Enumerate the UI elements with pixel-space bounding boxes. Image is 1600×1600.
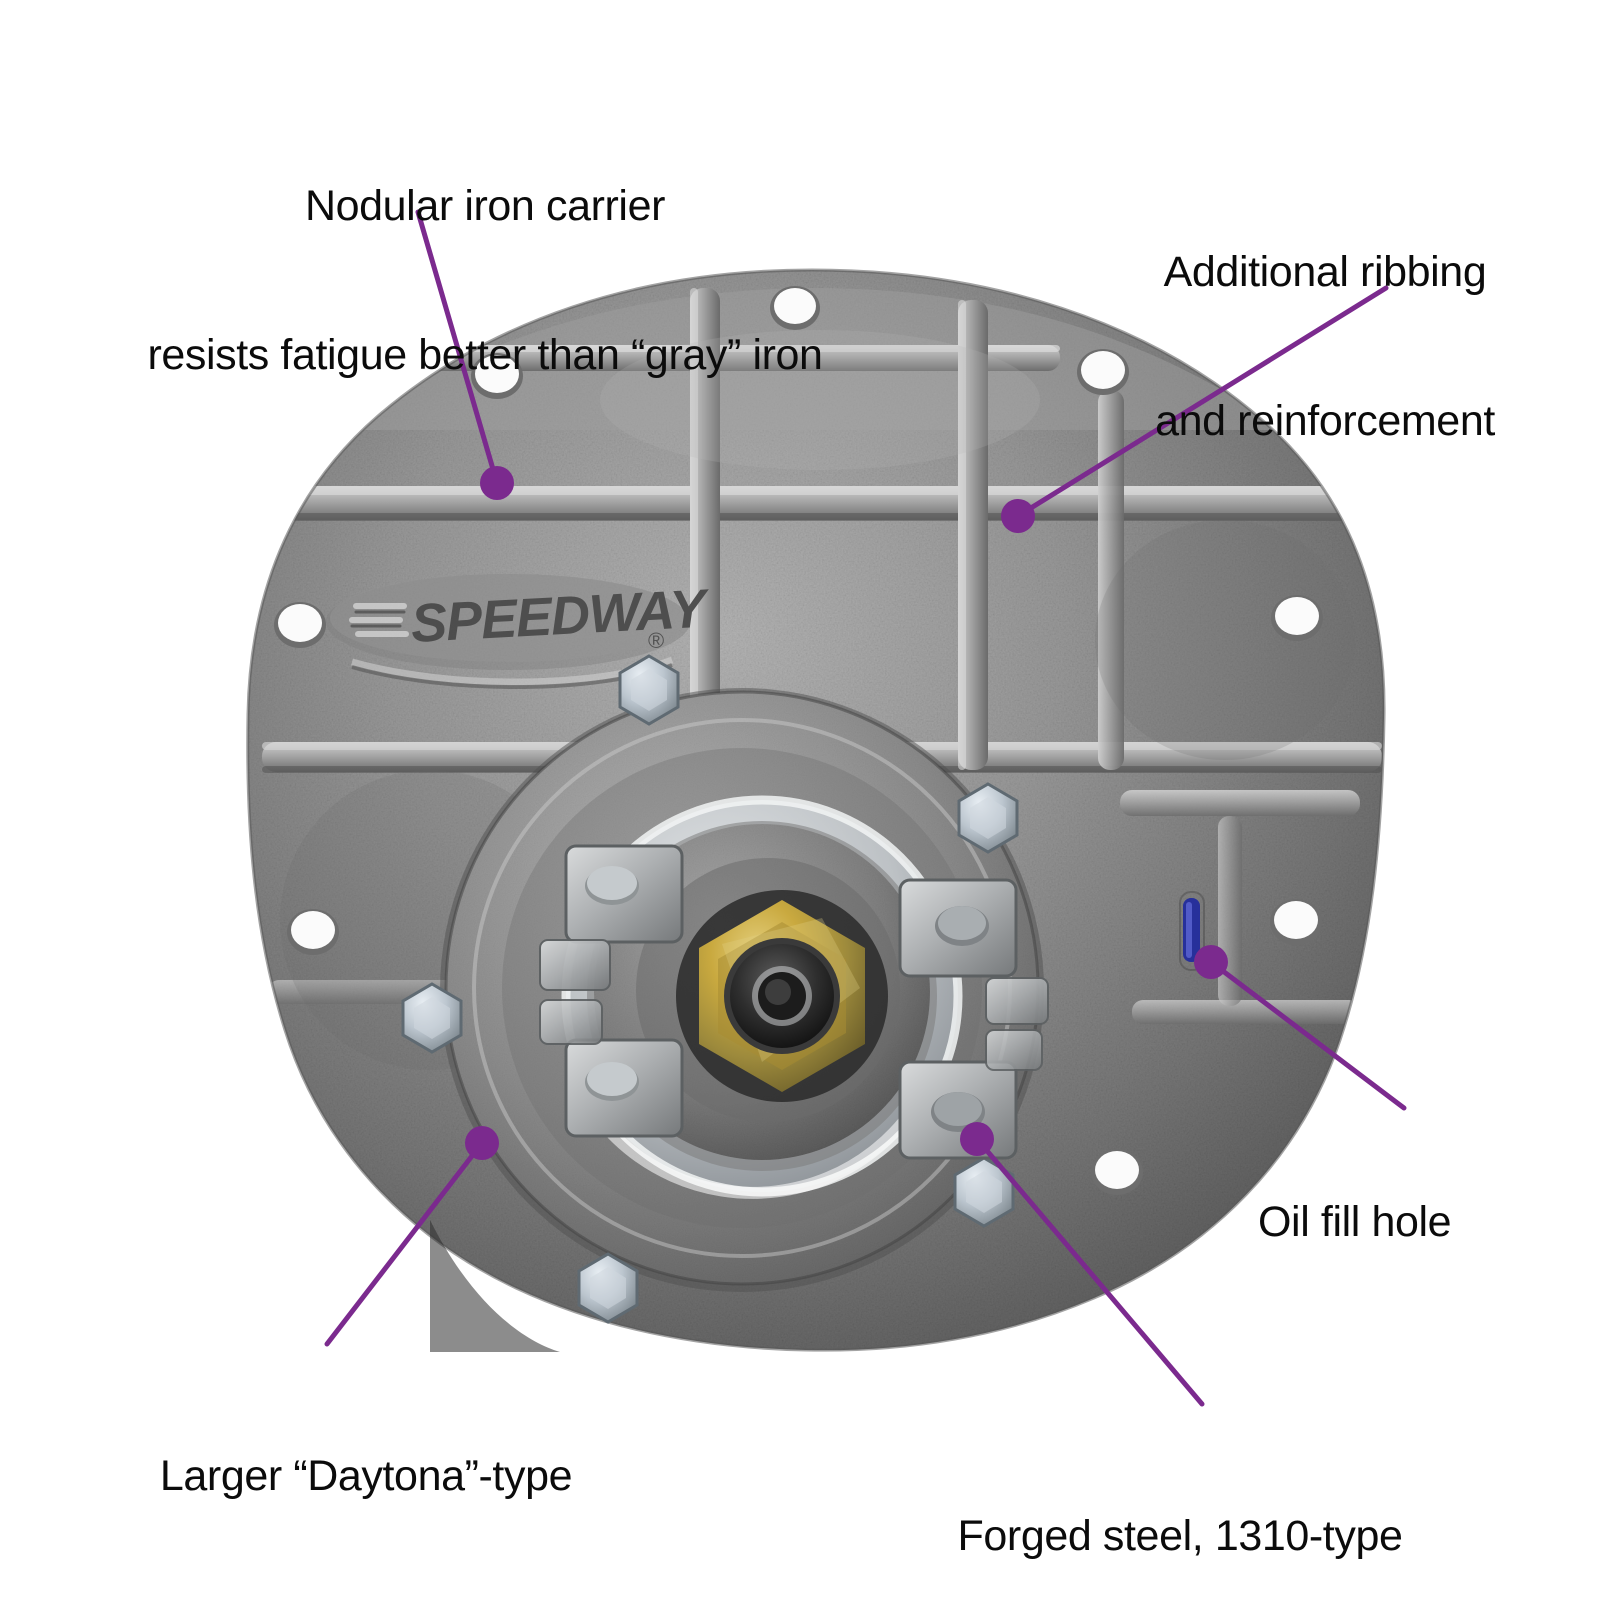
callout-label-short-ford-yoke: Forged steel, 1310-type “Short Ford” pin… xyxy=(900,1412,1460,1600)
hex-bolt xyxy=(618,654,680,726)
rib-right-web-b xyxy=(1132,1000,1360,1024)
callout-line: Forged steel, 1310-type xyxy=(957,1511,1403,1560)
bolt-hole xyxy=(274,602,326,648)
bolt-hole xyxy=(770,286,820,330)
hex-bolt xyxy=(577,1252,639,1324)
callout-line: resists fatigue better than “gray” iron xyxy=(147,331,823,380)
callout-line: Nodular iron carrier xyxy=(304,181,666,230)
callout-line: Oil fill hole xyxy=(1258,1197,1452,1246)
callout-label-oil-fill-hole: Oil fill hole xyxy=(1258,1098,1588,1347)
callout-line: Additional ribbing xyxy=(1163,247,1487,296)
yoke-ear xyxy=(898,1060,1018,1160)
cast-speedway-logo: SPEEDWAY ® xyxy=(326,574,712,690)
bolt-hole xyxy=(1270,899,1322,945)
yoke-ear xyxy=(564,1038,684,1138)
cast-logo-registered-mark: ® xyxy=(648,628,664,653)
yoke-ear xyxy=(898,878,1018,978)
hex-bolt xyxy=(401,982,463,1054)
pinion-nut xyxy=(699,900,865,1092)
callout-label-additional-ribbing: Additional ribbing and reinforcement xyxy=(1090,148,1560,547)
callout-label-nodular-iron-carrier: Nodular iron carrier resists fatigue bet… xyxy=(70,82,900,481)
short-ford-pinion-yoke xyxy=(539,844,1049,1160)
callout-line: and reinforcement xyxy=(1155,397,1495,446)
callout-line: Larger “Daytona”-type xyxy=(159,1451,573,1500)
yoke-ears xyxy=(539,844,1049,1160)
bolt-hole xyxy=(1091,1149,1143,1195)
rib-right-web-a xyxy=(1120,790,1360,816)
yoke-ear xyxy=(564,844,684,944)
callout-label-daytona-bearing-support: Larger “Daytona”-type pinion bearing sup… xyxy=(66,1352,666,1600)
rib-right-web-c xyxy=(1218,816,1242,1006)
hex-bolt xyxy=(957,782,1019,854)
bolt-hole xyxy=(287,909,339,955)
bolt-hole xyxy=(1271,595,1323,641)
hex-bolt xyxy=(953,1156,1015,1228)
